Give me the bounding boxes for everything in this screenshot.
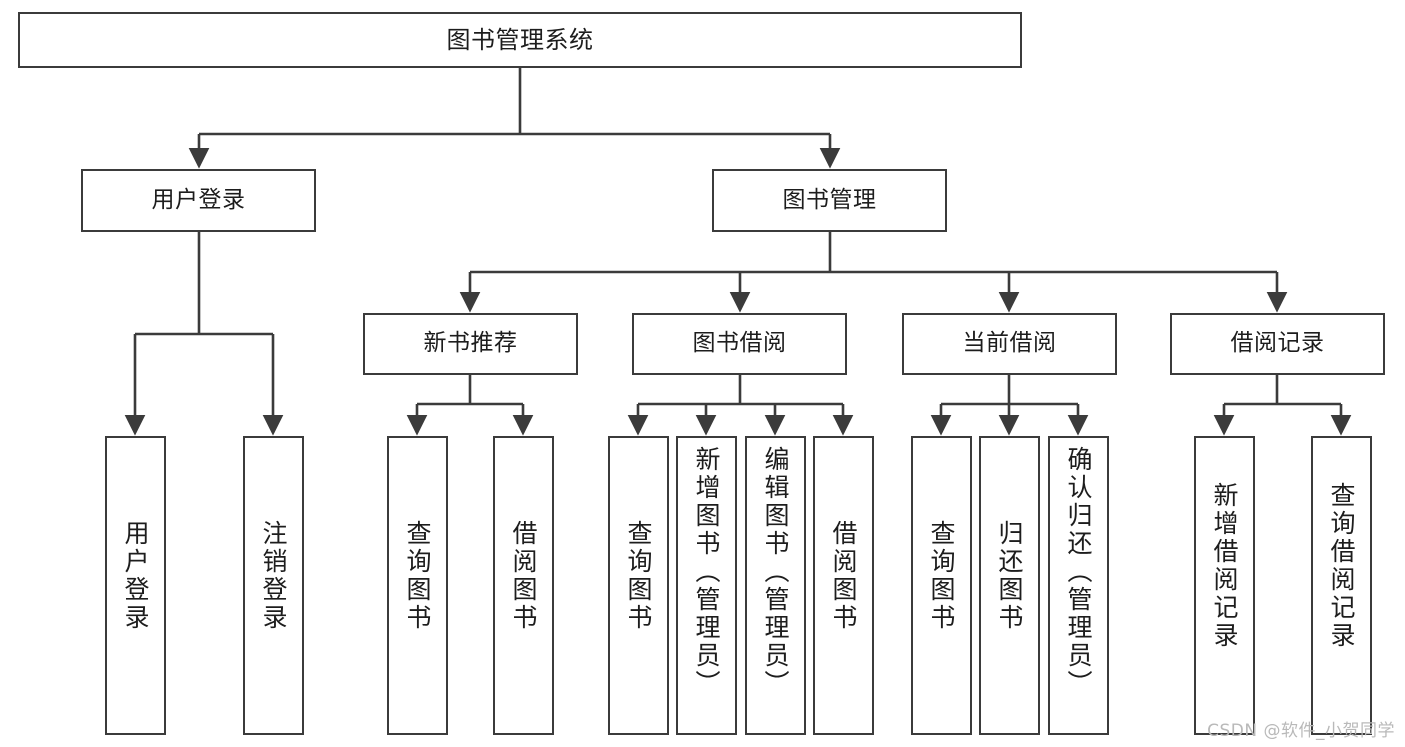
node-root-label: 图书管理系统 — [446, 25, 594, 54]
node-leaf-user-login-label: 用户登录 — [121, 520, 150, 632]
node-user-login-label: 用户登录 — [151, 186, 246, 213]
node-leaf-query-book-2-label: 查询图书 — [624, 520, 653, 632]
node-leaf-add-record[interactable]: 新增借阅记录 — [1194, 436, 1255, 735]
node-leaf-user-login[interactable]: 用户登录 — [105, 436, 166, 735]
node-leaf-confirm-return[interactable]: 确认归还（管理员） — [1048, 436, 1109, 735]
watermark-text: CSDN @软件_小贺同学 — [1207, 721, 1395, 741]
node-book-borrow[interactable]: 图书借阅 — [632, 313, 847, 375]
node-root[interactable]: 图书管理系统 — [18, 12, 1022, 68]
node-leaf-return-book[interactable]: 归还图书 — [979, 436, 1040, 735]
node-new-book-recommend-label: 新书推荐 — [423, 330, 518, 357]
node-current-borrow[interactable]: 当前借阅 — [902, 313, 1117, 375]
node-leaf-add-record-label: 新增借阅记录 — [1210, 482, 1239, 650]
node-leaf-return-book-label: 归还图书 — [995, 520, 1024, 632]
node-leaf-edit-book[interactable]: 编辑图书（管理员） — [745, 436, 806, 735]
node-leaf-query-record[interactable]: 查询借阅记录 — [1311, 436, 1372, 735]
node-leaf-query-book-1[interactable]: 查询图书 — [387, 436, 448, 735]
node-leaf-query-book-3[interactable]: 查询图书 — [911, 436, 972, 735]
node-book-management[interactable]: 图书管理 — [712, 169, 947, 232]
node-leaf-confirm-return-label: 确认归还（管理员） — [1064, 446, 1093, 698]
node-leaf-query-book-1-label: 查询图书 — [403, 520, 432, 632]
node-leaf-query-record-label: 查询借阅记录 — [1327, 482, 1356, 650]
node-current-borrow-label: 当前借阅 — [962, 330, 1057, 357]
node-leaf-borrow-book-2[interactable]: 借阅图书 — [813, 436, 874, 735]
node-leaf-borrow-book-1[interactable]: 借阅图书 — [493, 436, 554, 735]
node-user-login[interactable]: 用户登录 — [81, 169, 316, 232]
node-book-management-label: 图书管理 — [782, 186, 877, 213]
node-leaf-borrow-book-2-label: 借阅图书 — [829, 520, 858, 632]
node-leaf-user-logout[interactable]: 注销登录 — [243, 436, 304, 735]
node-leaf-add-book[interactable]: 新增图书（管理员） — [676, 436, 737, 735]
node-new-book-recommend[interactable]: 新书推荐 — [363, 313, 578, 375]
node-leaf-query-book-2[interactable]: 查询图书 — [608, 436, 669, 735]
node-leaf-edit-book-label: 编辑图书（管理员） — [761, 446, 790, 698]
node-leaf-query-book-3-label: 查询图书 — [927, 520, 956, 632]
node-leaf-add-book-label: 新增图书（管理员） — [692, 446, 721, 698]
node-book-borrow-label: 图书借阅 — [692, 330, 787, 357]
node-leaf-borrow-book-1-label: 借阅图书 — [509, 520, 538, 632]
node-borrow-record[interactable]: 借阅记录 — [1170, 313, 1385, 375]
node-leaf-user-logout-label: 注销登录 — [259, 520, 288, 632]
node-borrow-record-label: 借阅记录 — [1230, 330, 1325, 357]
